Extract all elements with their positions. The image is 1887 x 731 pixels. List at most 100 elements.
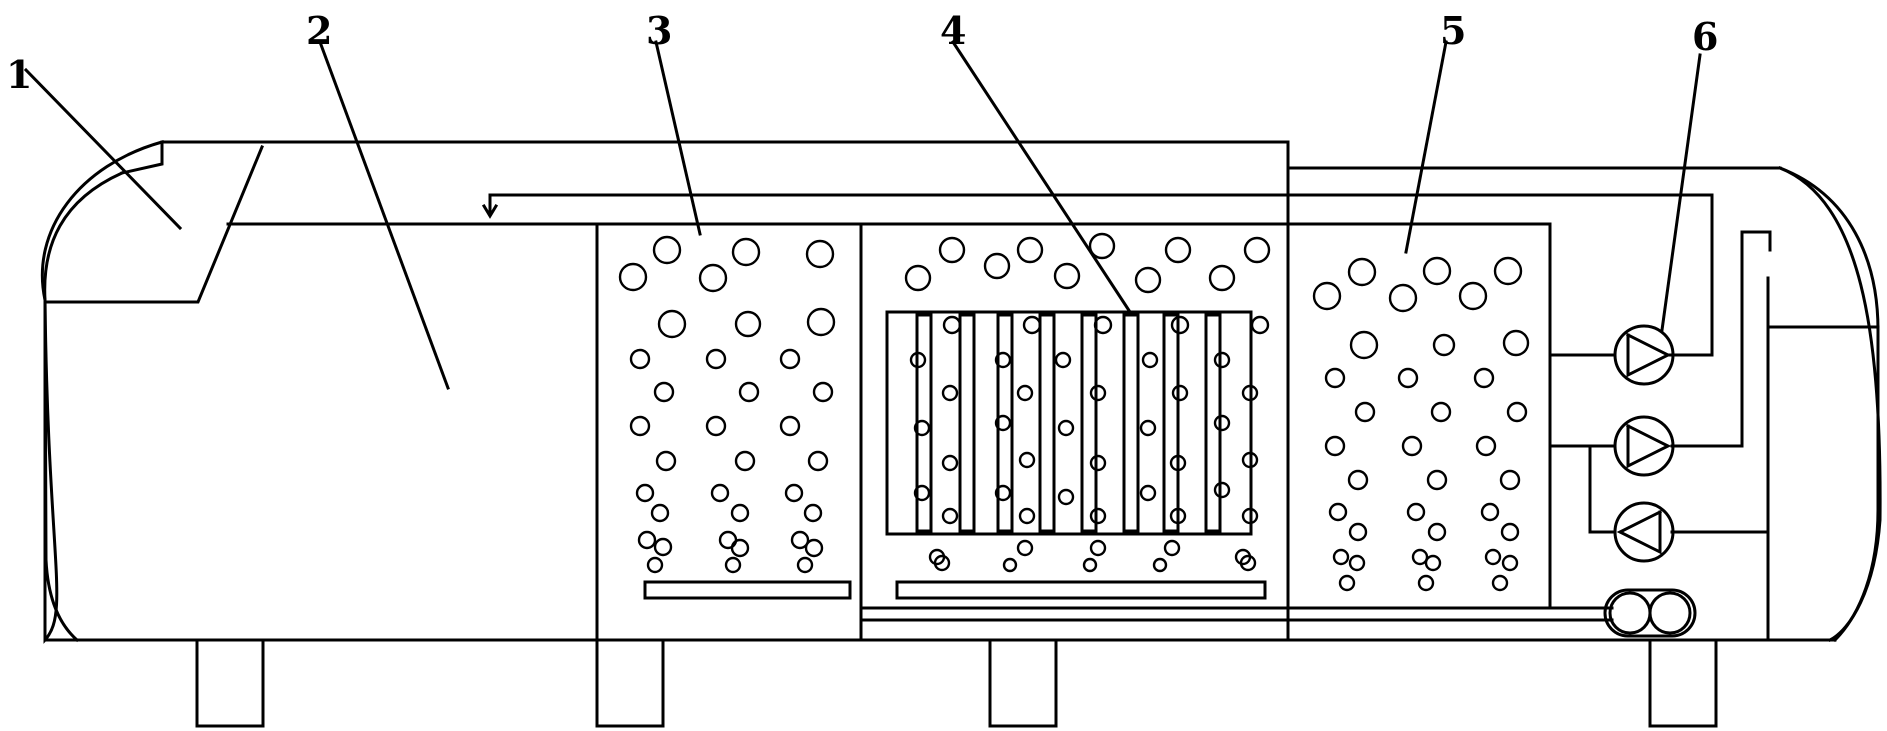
bubble [1347,257,1377,287]
bubble [1053,262,1081,290]
bubble [730,503,750,523]
bubble [909,351,927,369]
bubble [1417,574,1435,592]
tank-roof-left [120,140,164,175]
bubble [1506,401,1528,423]
bubble [1312,281,1342,311]
bubble [734,310,762,338]
bubble [1243,236,1271,264]
bubble [734,450,756,472]
bubble [738,381,760,403]
bubble [1152,557,1168,573]
bubble [1502,329,1530,357]
bubble [806,307,836,337]
membrane-module [885,310,1253,536]
bubble [1432,333,1456,357]
bubble [1332,548,1350,566]
bubble [1093,315,1113,335]
bubble [1328,502,1348,522]
bubble [1057,488,1075,506]
pump-icon [1613,324,1675,386]
bubble [1241,507,1259,525]
pipe-pump3-out [1670,278,1770,642]
bubble [805,239,835,269]
bubble [1164,236,1192,264]
bubble [1422,256,1452,286]
label-4: 4 [940,8,966,53]
label-3: 3 [646,8,672,53]
bubble [904,264,932,292]
label-6: 6 [1692,14,1718,59]
bubble [1169,454,1187,472]
leader-5 [1404,40,1448,254]
bubble [1427,522,1447,542]
bubble [1089,507,1107,525]
bubble [650,503,670,523]
bubble [657,309,687,339]
bubble [698,263,728,293]
support-leg [1648,638,1718,728]
bubble [1141,351,1159,369]
bubble [1473,367,1495,389]
pump-icon [1613,501,1675,563]
bubble [1016,236,1044,264]
bubble [994,484,1012,502]
bubble [1016,539,1034,557]
bubble [942,315,962,335]
bubble [1426,469,1448,491]
bubble [1171,384,1189,402]
bubble [1213,481,1231,499]
bubble [1484,548,1502,566]
bubble [1239,554,1257,572]
bubble [635,483,655,503]
membrane-sheets [915,313,1222,533]
bubble [1401,435,1423,457]
bubble [724,556,742,574]
diffuser-plate [895,580,1267,600]
bubble [812,381,834,403]
bubble [1139,419,1157,437]
bubble [653,381,675,403]
bubble [1475,435,1497,457]
bubble [933,554,951,572]
bubble [1397,367,1419,389]
bubble [938,236,966,264]
bubble [1491,574,1509,592]
bubble [1088,232,1116,260]
bubble [784,483,804,503]
bubble [731,237,761,267]
bubble [1082,557,1098,573]
bubble [1241,384,1259,402]
bubble [705,348,727,370]
bubble [618,262,648,292]
bubble [1250,315,1270,335]
bubble [653,537,673,557]
bubble [730,538,750,558]
bubble [913,484,931,502]
label-2: 2 [306,8,332,53]
flow-arrow-icon [481,203,499,219]
bubble [941,454,959,472]
bubble [1324,435,1346,457]
bubble [1430,401,1452,423]
bubble [779,348,801,370]
diffuser-plate [643,580,852,600]
bubble [1089,454,1107,472]
bubble [994,414,1012,432]
bubble [1089,539,1107,557]
bubble [710,483,730,503]
return-pipe [488,193,1714,357]
leader-2 [318,40,450,390]
inlet-chute [43,145,264,304]
bubble [913,419,931,437]
bubble [637,530,657,550]
bubble [1002,557,1018,573]
bubble [804,538,824,558]
bubble [1170,315,1190,335]
bubble [1324,367,1346,389]
bubble [1424,554,1442,572]
bubble [1213,351,1231,369]
bubble [1480,502,1500,522]
bubble [655,450,677,472]
